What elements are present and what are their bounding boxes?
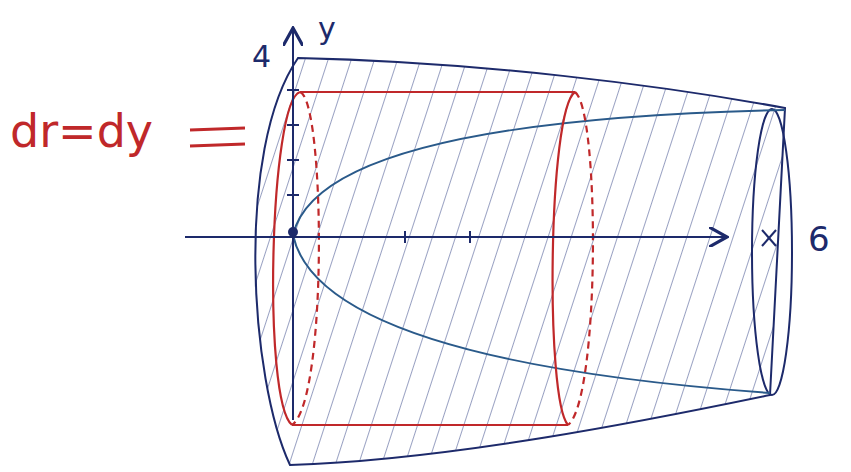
y-axis [292, 30, 294, 420]
dimension-label: dr=dy [10, 108, 153, 154]
axis-name: y [318, 14, 336, 44]
axis-value: 4 [252, 42, 271, 72]
axis-value: 6 [808, 222, 830, 256]
axis-ticks [287, 90, 776, 246]
parabola-curve [293, 110, 785, 393]
cylinder-shell [273, 92, 593, 425]
solid-outline [255, 58, 785, 465]
x-axis [185, 236, 725, 238]
origin-dot [288, 227, 298, 237]
end-face [752, 109, 792, 395]
equals-marks [190, 128, 245, 146]
